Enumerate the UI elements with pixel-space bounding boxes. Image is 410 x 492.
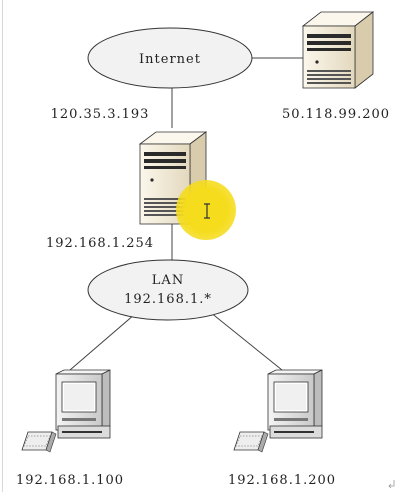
pc-icon-2 <box>233 369 323 453</box>
internet-label: Internet <box>139 52 201 67</box>
internet-node: Internet <box>87 27 253 89</box>
text-cursor-icon <box>204 203 210 219</box>
left-border <box>2 0 3 492</box>
link-lan-pc2 <box>204 307 283 371</box>
lan-label: LAN <box>152 273 184 288</box>
link-lan-pc1 <box>69 307 143 371</box>
lan-subnet: 192.168.1.* <box>124 292 212 307</box>
return-mark-icon <box>388 480 395 489</box>
lan-node: LAN 192.168.1.* <box>87 259 249 321</box>
pc-icon-1 <box>21 369 111 453</box>
internet-server-icon <box>301 11 375 89</box>
pc2-ip: 192.168.1.200 <box>228 473 336 488</box>
cursor-highlight <box>176 180 236 240</box>
gateway-wan-ip: 120.35.3.193 <box>51 107 150 122</box>
lan-ellipse <box>87 259 249 321</box>
internet-ellipse <box>87 27 253 89</box>
pc1-ip: 192.168.1.100 <box>16 473 124 488</box>
internet-server-ip: 50.118.99.200 <box>282 107 390 122</box>
gateway-lan-ip: 192.168.1.254 <box>46 236 154 251</box>
gateway-server-icon <box>138 131 208 225</box>
